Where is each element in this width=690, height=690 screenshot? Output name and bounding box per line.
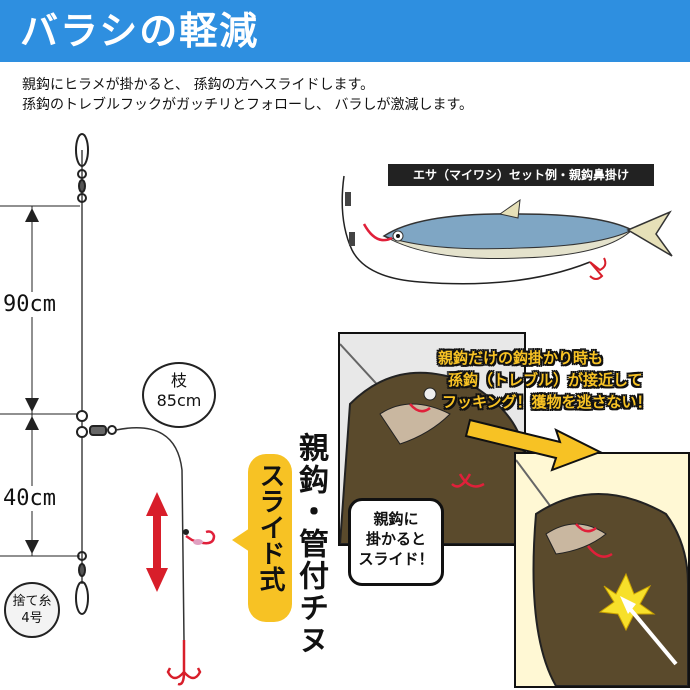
bottom-snap-swivel-icon — [75, 551, 89, 615]
flounder-illustration-2 — [516, 459, 688, 686]
panel2-hook-icon — [575, 523, 613, 558]
discard-line-size: 4号 — [21, 611, 43, 626]
slide-badge — [248, 454, 292, 622]
slide-badge-pointer — [232, 528, 250, 552]
lower-length-label: 40cm — [2, 486, 57, 511]
flounder-panel-2 — [514, 452, 690, 688]
callout-line-1: 親鈎だけの鈎掛かり時も — [438, 349, 604, 367]
rig-title: 親鈎・管付チヌ — [293, 432, 328, 656]
slide-arrow-icon — [146, 492, 168, 592]
top-snap-swivel-icon — [75, 133, 89, 203]
upper-length-label: 90cm — [2, 292, 57, 317]
bubble-line-2: 掛かると — [365, 530, 426, 548]
description-line-2: 孫鈎のトレブルフックがガッチリとフォローし、 バラしが激減します。 — [22, 97, 474, 113]
three-way-swivel-icon — [76, 410, 117, 438]
parent-hook-icon — [183, 529, 216, 545]
bubble-line-3: スライド！ — [358, 550, 434, 568]
slide-badge-label: スライド式 — [255, 462, 285, 592]
panel1-hook-icon — [409, 403, 485, 488]
callout-line-3: フッキング！獲物を逃さない！ — [442, 393, 652, 411]
branch-line — [115, 427, 185, 641]
branch-length-circle: 枝 85cm — [142, 362, 216, 428]
dimension-arrowheads — [25, 208, 39, 554]
page-title: バラシの軽減 — [20, 9, 260, 53]
branch-label: 枝 — [170, 371, 187, 390]
callout-line-2: 孫鈎（トレブル）が接近して — [448, 371, 643, 389]
treble-hook-icon — [166, 640, 202, 686]
branch-length-value: 85cm — [156, 391, 202, 410]
bait-example-label: エサ（マイワシ）セット例・親鈎鼻掛け — [388, 164, 654, 186]
bubble-line-1: 親鈎に — [373, 510, 419, 528]
header-bar: バラシの軽減 — [0, 0, 690, 62]
discard-line-circle: 捨て糸 4号 — [4, 582, 60, 638]
description-line-1: 親鈎にヒラメが掛かると、 孫鈎の方へスライドします。 — [22, 77, 375, 93]
slide-speech-bubble: 親鈎に 掛かると スライド！ — [348, 498, 444, 586]
discard-line-label: 捨て糸 — [12, 594, 52, 609]
